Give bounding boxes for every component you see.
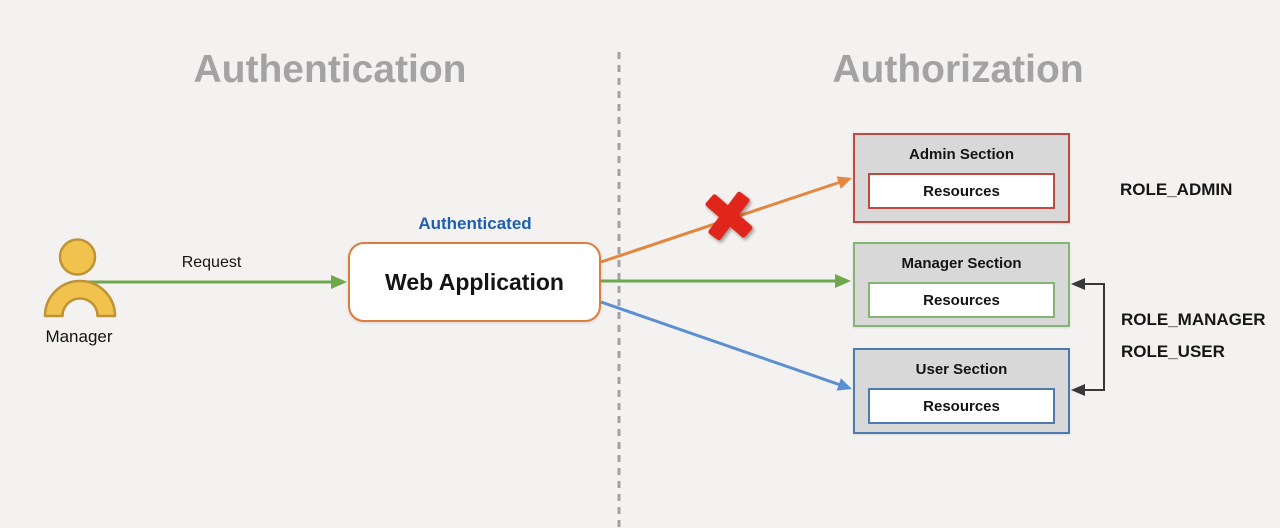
user-resources-box: Resources xyxy=(868,388,1055,424)
admin-resources-box: Resources xyxy=(868,173,1055,209)
user-arrow xyxy=(600,300,852,391)
red-x-icon xyxy=(705,191,753,241)
role-bracket-arrowhead-manager xyxy=(1071,278,1085,290)
admin-section-box: Admin Section Resources xyxy=(853,133,1070,223)
request-label: Request xyxy=(181,254,242,271)
role-admin-label: ROLE_ADMIN xyxy=(1120,180,1233,199)
web-application-box: Web Application xyxy=(348,242,601,322)
authenticated-status-label: Authenticated xyxy=(418,214,532,233)
manager-resources-box: Resources xyxy=(868,282,1055,318)
actor-label: Manager xyxy=(45,327,113,346)
user-section-box: User Section Resources xyxy=(853,348,1070,434)
admin-arrow xyxy=(600,176,852,264)
role-bracket xyxy=(1082,283,1105,391)
role-user-label: ROLE_USER xyxy=(1121,342,1225,361)
web-application-label: Web Application xyxy=(385,268,564,295)
manager-arrow xyxy=(601,274,851,288)
manager-section-box: Manager Section Resources xyxy=(853,242,1070,327)
person-icon xyxy=(43,238,117,318)
admin-section-title: Admin Section xyxy=(908,145,1014,163)
role-bracket-arrowhead-user xyxy=(1071,384,1085,396)
user-section-title: User Section xyxy=(915,360,1008,378)
authorization-title: Authorization xyxy=(832,48,1084,91)
role-manager-label: ROLE_MANAGER xyxy=(1121,310,1266,329)
request-arrow xyxy=(88,275,347,289)
authentication-title: Authentication xyxy=(193,48,467,91)
manager-section-title: Manager Section xyxy=(901,254,1022,272)
